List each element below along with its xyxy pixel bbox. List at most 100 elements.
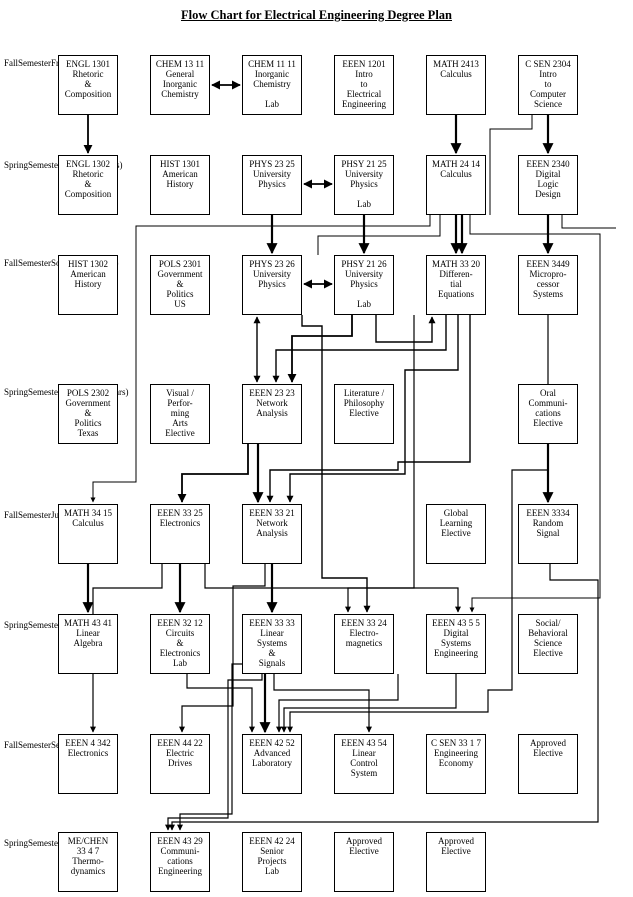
course-text-line: Physics	[350, 279, 378, 289]
course-text-line: EEEN 42 52	[249, 738, 295, 748]
connector	[469, 215, 601, 613]
course-text-line: Signals	[258, 658, 286, 668]
course-text-line: Systems	[256, 638, 287, 648]
course-text-line: Senior	[260, 846, 284, 856]
course-text-line: &	[268, 648, 276, 658]
course-text-line: C SEN 2304	[525, 59, 571, 69]
course-text-line: Approved	[346, 836, 382, 846]
semester-label-line: Semester	[18, 510, 52, 520]
course-text-line: Approved	[530, 738, 566, 748]
semester-label-line: Spring	[4, 160, 29, 170]
connector	[165, 674, 263, 831]
course-text-line: Elective	[349, 846, 379, 856]
course-text-line: MATH 33 20	[431, 259, 480, 269]
course-text-line: Calculus	[440, 169, 472, 179]
course-text-line: Composition	[64, 89, 112, 99]
semester-label-line: Semester	[18, 58, 52, 68]
course-text-line: &	[176, 279, 184, 289]
course-text-line: Chemistry	[161, 89, 199, 99]
course-text-line: System	[350, 768, 378, 778]
course-text-line: CHEM 11 11	[248, 59, 296, 69]
course-text-line: POLS 2302	[66, 388, 110, 398]
course-text-line: Inorganic	[254, 69, 290, 79]
page-title: Flow Chart for Electrical Engineering De…	[180, 8, 452, 22]
course-text-line	[335, 289, 393, 299]
connector	[179, 564, 266, 733]
course-text-line: Physics	[258, 179, 286, 189]
course-text-line: EEEN 33 24	[341, 618, 387, 628]
course-text-line: tial	[450, 279, 462, 289]
semester-label-line: Fall	[4, 258, 19, 268]
course-text-line: Electric	[166, 748, 194, 758]
connector	[301, 315, 371, 613]
course-text-line: Engineering	[434, 748, 478, 758]
course-text-line: Science	[534, 99, 562, 109]
semester-label-line: Fall	[4, 510, 19, 520]
course-text-line: Computer	[530, 89, 566, 99]
connector	[90, 215, 431, 503]
course-text-line: EEEN 44 22	[157, 738, 203, 748]
course-text-line: Projects	[257, 856, 287, 866]
course-text-line: Analysis	[256, 528, 288, 538]
course-text-line: Approved	[438, 836, 474, 846]
connector	[273, 674, 372, 733]
course-text-line: Random	[532, 518, 564, 528]
course-text-line: Electronics	[159, 518, 201, 528]
course-text-line: Chemistry	[253, 79, 291, 89]
course-text-line: Lab	[265, 866, 279, 876]
course-text-line: Systems	[532, 289, 563, 299]
course-text-line: EEEN 4 342	[65, 738, 111, 748]
semester-label-line: Spring	[4, 387, 29, 397]
course-text-line: University	[253, 169, 291, 179]
course-text-line: Lab	[173, 658, 187, 668]
course-text-line: University	[345, 169, 383, 179]
course-text-line: Analysis	[256, 408, 288, 418]
course-text-line: Network	[256, 398, 288, 408]
semester-label-line: Spring	[4, 620, 29, 630]
semester-label-line: Semester	[18, 258, 52, 268]
course-text-line: Visual /	[166, 388, 194, 398]
semester-label-line: Semester	[28, 160, 62, 170]
course-text-line: Physics	[258, 279, 286, 289]
course-text-line: Elective	[165, 428, 195, 438]
semester-label-line: Spring	[4, 838, 29, 848]
course-text-line: Lab	[265, 99, 279, 109]
connector	[266, 315, 471, 503]
course-text-line: Physics	[350, 179, 378, 189]
connector	[204, 564, 461, 613]
course-text-line: Rhetoric	[72, 169, 104, 179]
course-text-line: Algebra	[73, 638, 103, 648]
course-text-line: EEEN 2340	[526, 159, 570, 169]
course-text-line: Electronics	[159, 648, 201, 658]
course-text-line: Elective	[441, 846, 471, 856]
course-text-line: Intro	[355, 69, 373, 79]
course-text-line: US	[174, 299, 186, 309]
course-text-line: EEEN 42 24	[249, 836, 295, 846]
connector	[272, 315, 447, 383]
course-text-line: &	[176, 638, 184, 648]
course-text-line: MATH 43 41	[63, 618, 112, 628]
